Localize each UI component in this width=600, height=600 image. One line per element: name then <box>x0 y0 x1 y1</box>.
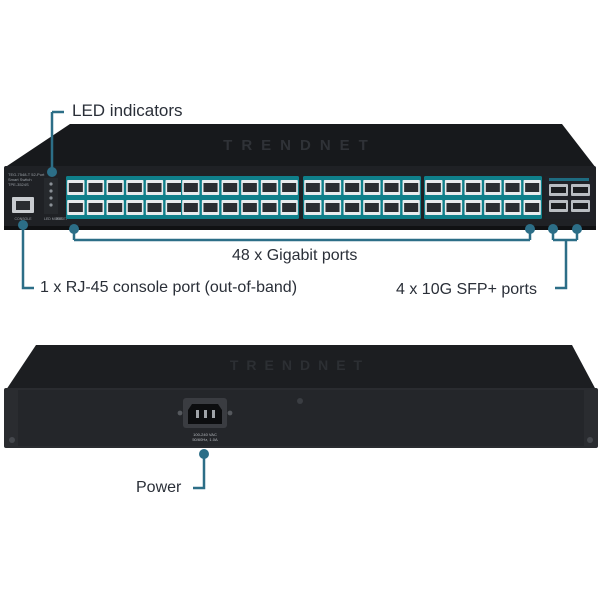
console-label: CONSOLE <box>14 217 32 221</box>
gigabit-ports-label: 48 x Gigabit ports <box>232 247 358 264</box>
power-rating-line-2: 50/60Hz, 1.0A <box>192 437 218 442</box>
led-indicators-label: LED indicators <box>72 101 183 120</box>
callout-power-line <box>193 449 209 490</box>
model-line-1: TEG-7548-T 52-Port <box>8 172 45 177</box>
model-line-3: TPE-3524S <box>8 182 29 187</box>
switch-back: TRENDNET 100-240 VAC 50/60Hz, 1.0A <box>4 345 598 448</box>
reset-label: RESET <box>56 217 69 221</box>
console-port-label: 1 x RJ-45 console port (out-of-band) <box>40 279 298 296</box>
back-brand-logo: TRENDNET <box>230 357 370 373</box>
led-mode-label: LED MODE <box>44 217 63 221</box>
power-rating-line-1: 100-240 VAC <box>193 432 217 437</box>
power-inlet <box>177 398 233 428</box>
power-label: Power <box>136 479 182 496</box>
callout-lines-front <box>21 110 577 290</box>
sfp-port-array <box>545 176 593 219</box>
switch-front: TRENDNET TEG-7548-T 52-Port Smart Switch… <box>4 124 596 230</box>
led-indicators <box>44 178 58 214</box>
front-brand-logo: TRENDNET <box>223 137 377 154</box>
model-line-2: Smart Switch <box>8 177 32 182</box>
gigabit-port-array <box>66 176 542 219</box>
sfp-ports-label: 4 x 10G SFP+ ports <box>396 281 537 298</box>
callout-dots-front <box>18 167 582 234</box>
